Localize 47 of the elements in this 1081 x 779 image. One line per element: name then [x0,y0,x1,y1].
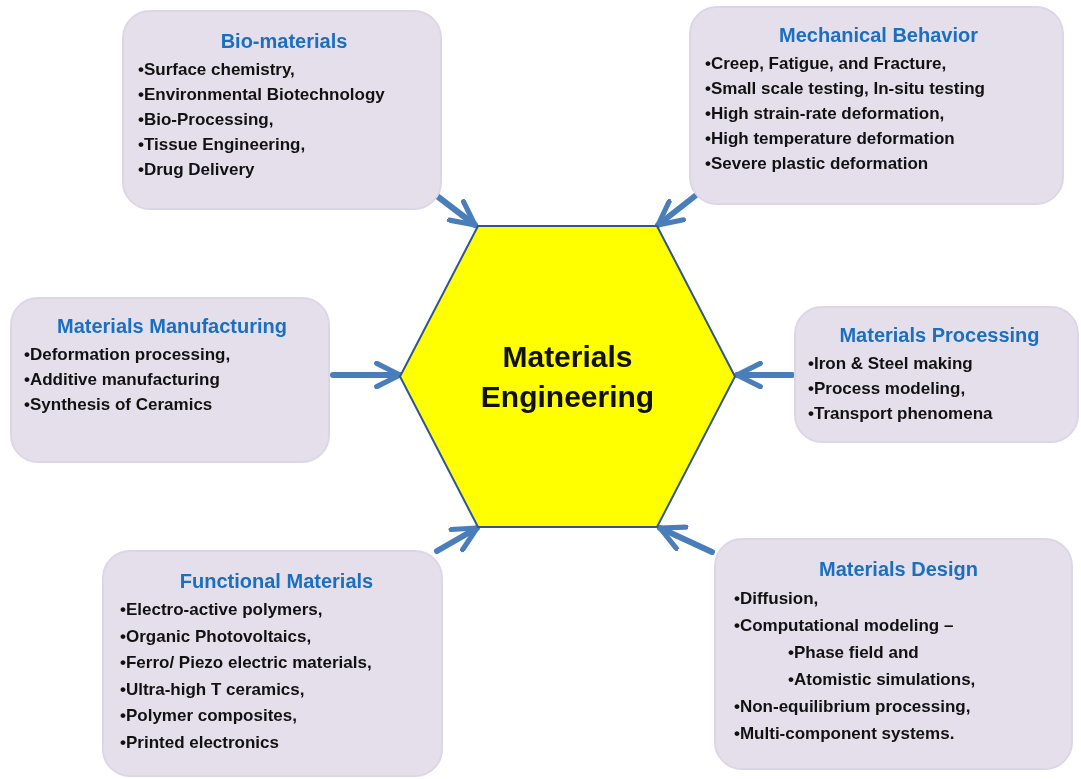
arrow [434,525,480,554]
arrow [734,360,795,390]
topic-card [10,297,330,463]
topic-card [122,10,442,210]
bullet-item: •High strain-rate deformation, [705,103,946,125]
bullet-item: •Surface chemistry, [138,59,296,81]
arrow [330,360,403,390]
topic-card [102,550,443,777]
card-heading: Materials Design [818,558,979,581]
topic-card [714,538,1073,770]
bullet-item: •Ultra-high T ceramics, [120,678,306,701]
bullet-item: •Iron & Steel making [808,353,974,375]
bullet-item: •Drug Delivery [138,159,256,181]
bullet-item: •Electro-active polymers, [120,599,324,621]
topic-card [794,306,1079,443]
bullet-item: •Printed electronics [120,731,280,754]
bullet-item: •Atomistic simulations, [787,669,977,691]
bullet-item: •Non-equilibrium processing, [734,696,972,718]
bullet-item: •Ferro/ Piezo electric materials, [120,652,373,674]
bullet-item: •Transport phenomena [808,403,994,425]
bullet-item: •Bio-Processing, [138,109,275,131]
bullet-item: •Environmental Biotechnology [138,84,386,106]
card-heading: Bio-materials [219,30,349,53]
bullet-item: •Additive manufacturing [24,369,221,391]
arrow [434,193,478,228]
bullet-item: •Severe plastic deformation [705,153,930,175]
center-title: Materials Engineering [479,338,656,415]
arrow [657,524,715,555]
bullet-item: •Creep, Fatigue, and Fracture, [705,53,948,75]
card-heading: Materials Processing [838,324,1041,347]
card-heading: Functional Materials [178,570,375,593]
bullet-item: •Deformation processing, [24,344,232,366]
bullet-item: •Process modeling, [808,378,967,400]
card-heading: Mechanical Behavior [778,24,979,47]
bullet-item: •Multi-component systems. [734,723,956,745]
bullet-item: •Organic Photovoltaics, [120,625,313,648]
bullet-item: •Computational modeling – [734,615,955,637]
bullet-item: •Polymer composites, [120,705,298,727]
bullet-item: •High temperature deformation [705,128,956,150]
bullet-item: •Synthesis of Ceramics [24,394,214,416]
bullet-item: •Small scale testing, In-situ testing [705,78,986,100]
bullet-item: •Phase field and [787,642,920,664]
topic-card [689,6,1064,205]
bullet-item: •Diffusion, [734,588,820,610]
bullet-item: •Tissue Engineering, [138,134,307,156]
arrow [655,193,698,228]
card-heading: Materials Manufacturing [55,315,288,338]
